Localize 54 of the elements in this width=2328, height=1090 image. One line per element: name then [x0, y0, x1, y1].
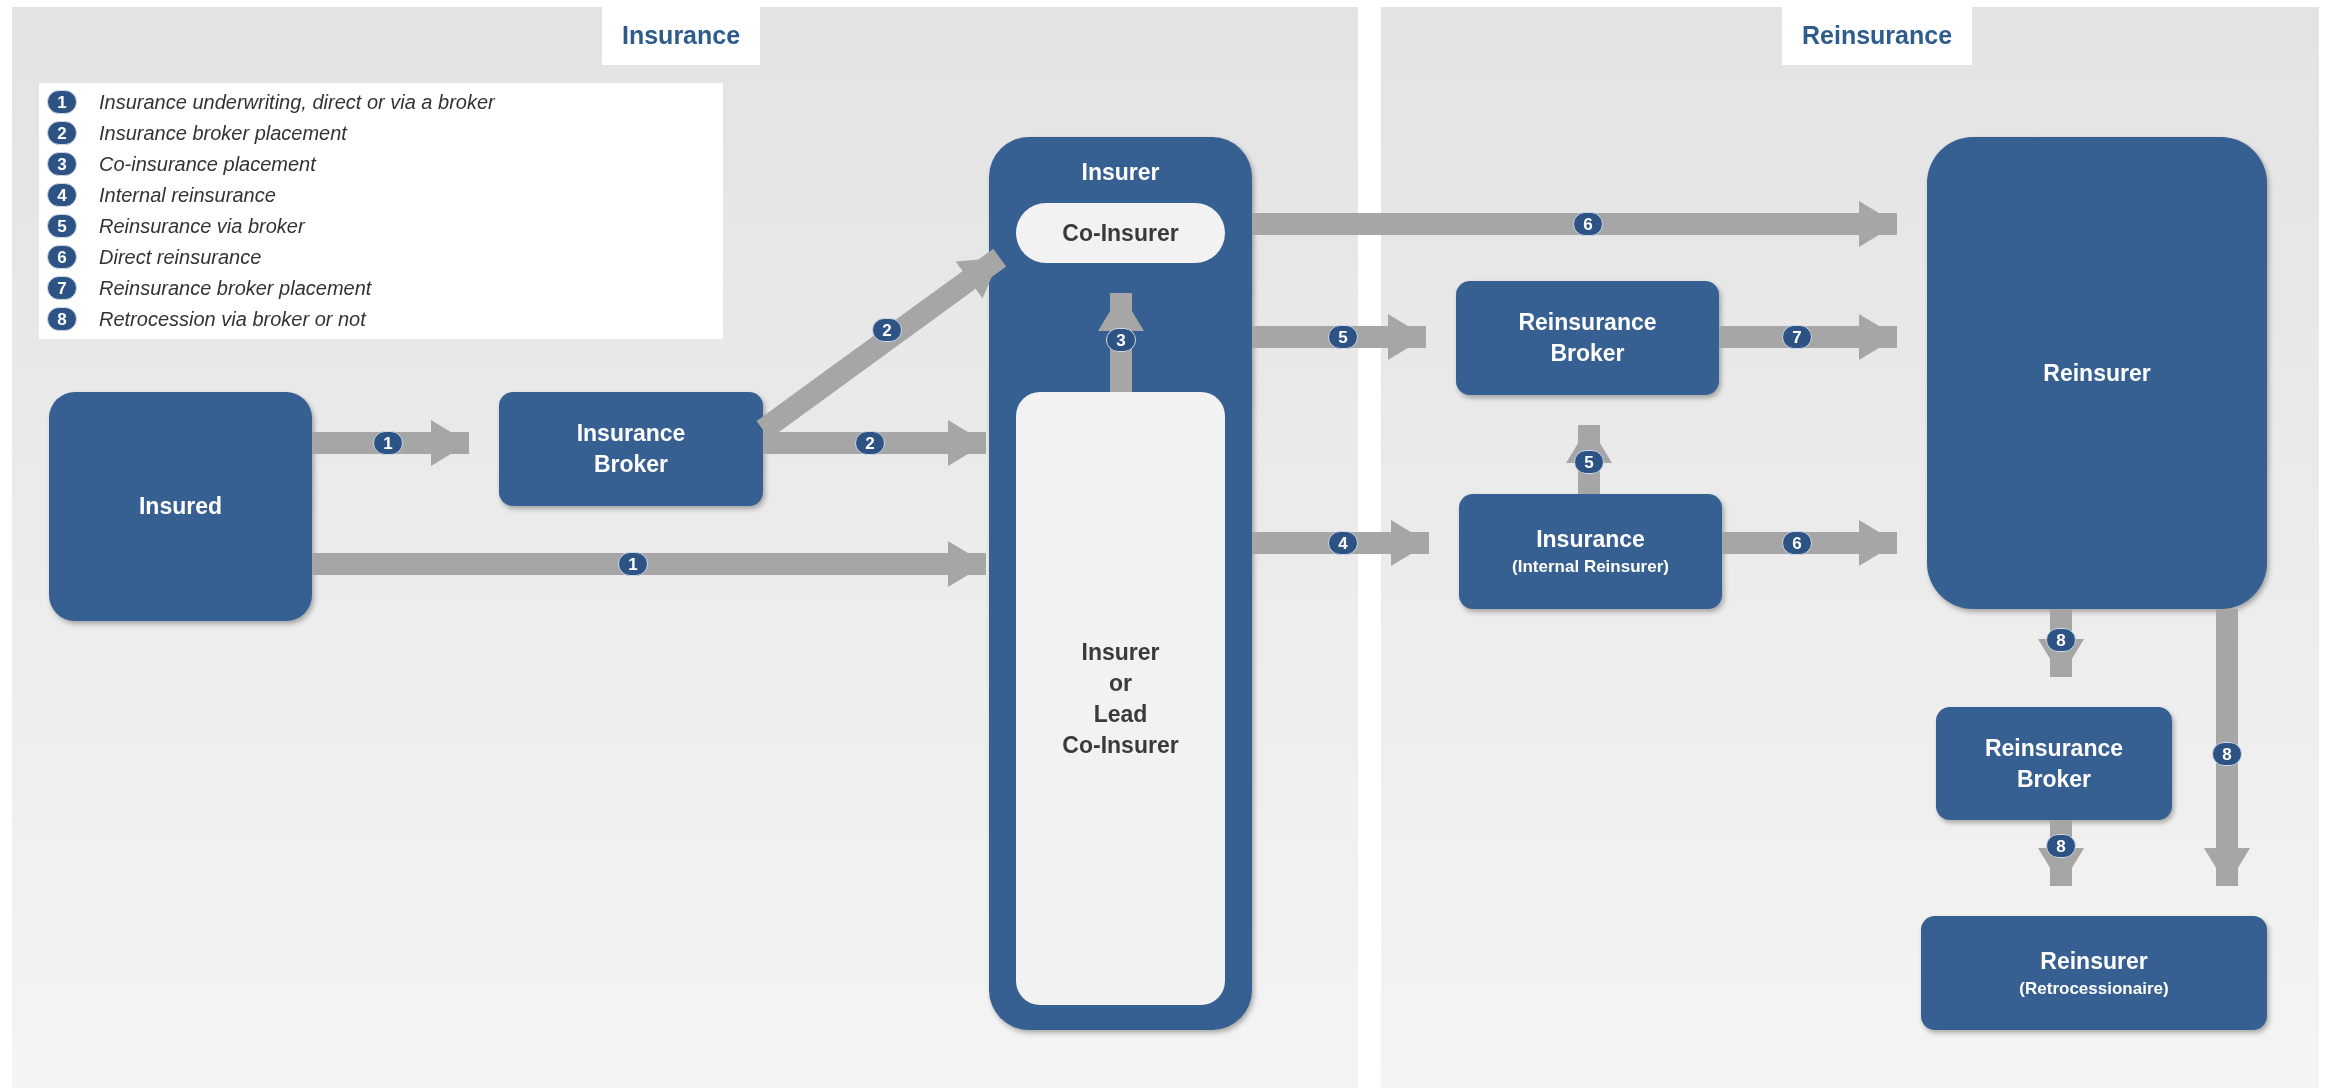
arrow — [1719, 314, 1897, 360]
entity-box — [1921, 916, 2267, 1030]
number-badge: 5 — [47, 213, 77, 238]
node-title: Reinsurance Broker — [1517, 308, 1658, 368]
legend-text: Insurance broker placement — [99, 120, 347, 146]
node-subtitle: (Internal Reinsurer) — [1512, 556, 1669, 578]
entity-box — [989, 137, 1252, 1030]
node-title: Insurer or Lead Co-Insurer — [1061, 637, 1180, 760]
arrow — [312, 541, 986, 587]
number-badge: 4 — [47, 182, 77, 207]
node-title: Reinsurer — [2040, 946, 2148, 976]
arrow — [2204, 609, 2250, 886]
node-title: Insured — [138, 492, 223, 521]
legend-text: Co-insurance placement — [99, 151, 316, 177]
section-panel — [1381, 7, 2319, 1088]
arrow — [1252, 520, 1429, 566]
entity-box — [1456, 281, 1719, 395]
arrow — [763, 420, 986, 466]
legend-text: Retrocession via broker or not — [99, 306, 366, 332]
legend-text: Reinsurance via broker — [99, 213, 305, 239]
entity-box — [499, 392, 763, 506]
arrow — [1566, 425, 1612, 494]
legend-text: Internal reinsurance — [99, 182, 276, 208]
inner-box — [1016, 392, 1225, 1005]
entity-box — [49, 392, 312, 621]
entity-box — [1927, 137, 2267, 609]
node-title: Insurance — [1536, 525, 1645, 554]
arrow — [2038, 609, 2084, 677]
arrow — [1098, 293, 1144, 392]
section-heading: Reinsurance — [1782, 7, 1973, 65]
node-title: Insurer — [1081, 158, 1160, 187]
inner-box — [1016, 203, 1225, 263]
entity-box — [1936, 707, 2172, 820]
number-badge: 8 — [47, 306, 77, 331]
legend-text: Direct reinsurance — [99, 244, 262, 270]
arrow — [312, 420, 469, 466]
arrow — [1252, 314, 1426, 360]
arrow — [1252, 201, 1897, 247]
entity-box — [1459, 494, 1722, 609]
arrow — [1722, 520, 1897, 566]
number-badge: 6 — [47, 244, 77, 269]
node-title: Insurance Broker — [575, 419, 687, 479]
number-badge: 3 — [47, 151, 77, 176]
section-heading: Insurance — [602, 7, 761, 65]
number-badge: 7 — [47, 275, 77, 300]
node-title: Co-Insurer — [1062, 218, 1179, 248]
node-subtitle: (Retrocessionaire) — [2019, 977, 2169, 1000]
legend-text: Reinsurance broker placement — [99, 275, 372, 301]
number-badge: 2 — [47, 120, 77, 145]
legend-text: Insurance underwriting, direct or via a broker — [99, 89, 495, 115]
arrow — [2038, 820, 2084, 886]
node-title: Reinsurer — [2043, 358, 2151, 388]
number-badge: 1 — [47, 89, 77, 114]
node-title: Reinsurance Broker — [1983, 733, 2125, 794]
